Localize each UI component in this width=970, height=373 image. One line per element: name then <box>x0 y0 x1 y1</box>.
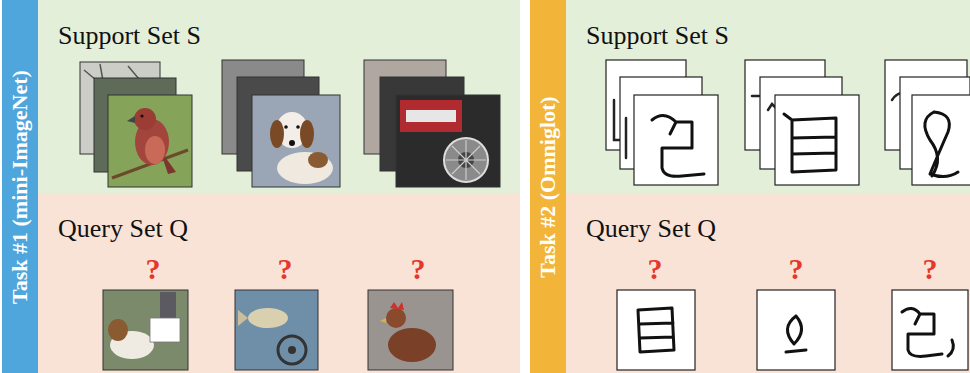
set-title: Support Set S <box>586 22 729 51</box>
query-image <box>235 290 318 370</box>
query-mark: ? <box>789 254 804 284</box>
bird-image-stack-part <box>140 114 143 117</box>
character-card-stack-part <box>625 118 628 158</box>
query-image-part <box>150 318 180 342</box>
motorcycle-image-stack-part <box>400 100 462 132</box>
dog-image-stack-part <box>308 152 328 168</box>
character-card-stack-part <box>775 95 859 185</box>
query-image-part <box>386 308 406 328</box>
character-card-stack-part <box>634 95 718 185</box>
query-mark: ? <box>411 254 426 284</box>
bird-image-stack-part <box>127 116 135 123</box>
query-image-part <box>103 290 188 370</box>
bird-image-stack-part <box>145 136 165 164</box>
query-image-part <box>248 308 288 328</box>
task-band: Task #1 (mini-ImageNet) <box>2 0 38 373</box>
bird-image-stack-part <box>134 108 156 130</box>
bird-image-stack <box>80 62 192 187</box>
query-character-card-part <box>892 290 968 370</box>
set-title: Query Set Q <box>58 215 188 244</box>
task-band: Task #2 (Omniglot) <box>530 0 566 373</box>
query-mark: ? <box>923 254 938 284</box>
dog-image-stack-part <box>296 125 300 129</box>
motorcycle-image-stack-part <box>444 138 488 182</box>
query-mark: ? <box>278 254 293 284</box>
query-character-card-part <box>638 308 674 352</box>
query-image <box>103 290 188 370</box>
task-title: Task #1 (mini-ImageNet) <box>9 70 31 304</box>
query-character-card-part <box>786 316 806 352</box>
character-card-stack-part <box>784 114 836 172</box>
query-character-card <box>757 290 835 370</box>
task-title: Task #2 (Omniglot) <box>537 96 559 277</box>
character-card-stack-part <box>652 115 704 176</box>
character-card-stack <box>745 60 859 185</box>
query-character-card-part <box>902 308 953 356</box>
motorcycle-image-stack-part <box>396 95 500 187</box>
bird-image-stack-part <box>108 95 192 187</box>
dog-image-stack-part <box>270 120 284 148</box>
query-mark: ? <box>648 254 663 284</box>
query-image-part <box>238 310 248 326</box>
query-image-part <box>380 318 386 323</box>
query-image <box>368 290 453 370</box>
motorcycle-image-stack-part <box>406 110 456 122</box>
character-card-stack <box>885 60 970 185</box>
dog-image-stack-part <box>252 95 340 187</box>
query-character-card-part <box>757 290 835 370</box>
query-character-card <box>617 290 695 370</box>
set-title: Support Set S <box>58 22 201 51</box>
query-mark: ? <box>146 254 161 284</box>
character-card-stack-part <box>912 95 970 185</box>
query-image-part <box>388 328 436 362</box>
query-image-part <box>368 290 453 370</box>
motorcycle-image-stack <box>364 60 500 187</box>
query-character-card-part <box>617 290 695 370</box>
dog-image-stack-part <box>277 152 333 184</box>
query-image-part <box>390 302 404 310</box>
dog-image-stack <box>222 60 340 187</box>
dog-image-stack-part <box>289 140 295 146</box>
query-image-part <box>108 319 128 341</box>
dog-image-stack-part <box>300 120 314 148</box>
query-character-card <box>892 290 968 370</box>
motorcycle-image-stack-part <box>446 140 486 180</box>
set-title: Query Set Q <box>586 215 716 244</box>
query-image-part <box>278 336 306 364</box>
dog-image-stack-part <box>284 125 288 129</box>
query-image-part <box>288 346 296 354</box>
character-card-stack-part <box>925 112 958 177</box>
character-card-stack <box>606 60 718 185</box>
query-image-part <box>235 290 318 370</box>
